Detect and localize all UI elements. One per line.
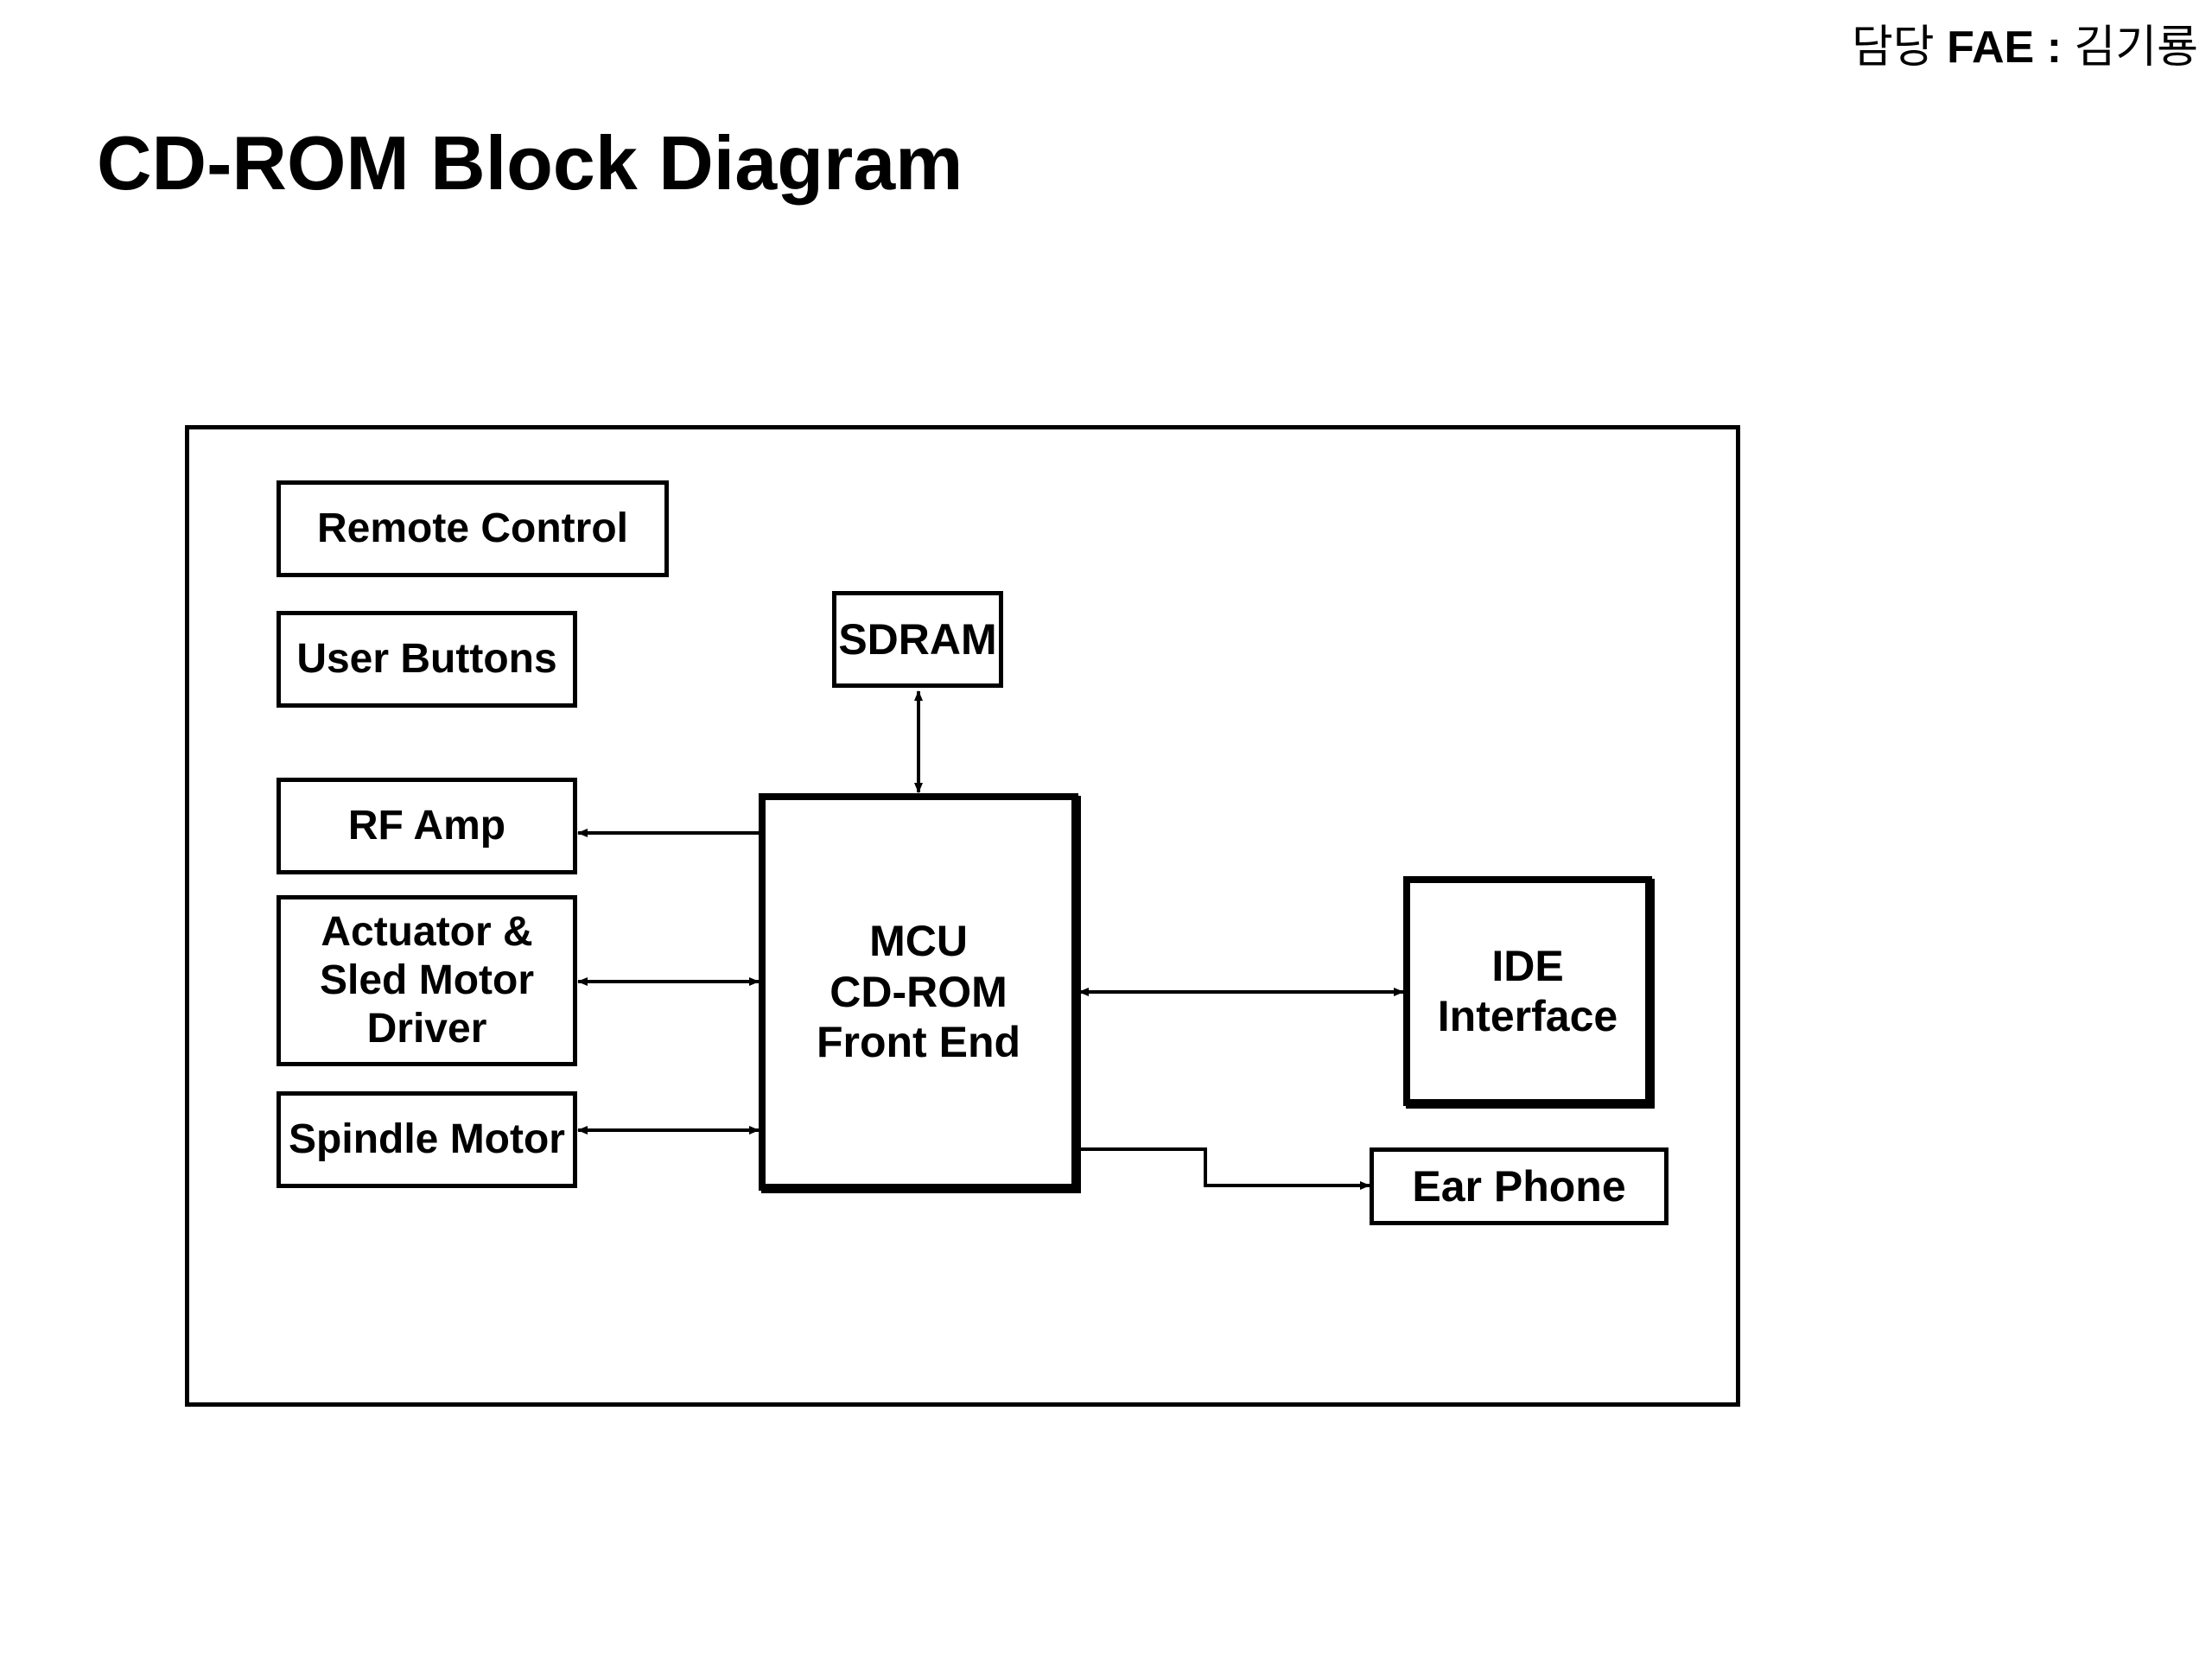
user-buttons-box: User Buttons — [276, 611, 577, 708]
fae-label: 담당 FAE : 김기룡 — [1852, 10, 2198, 75]
mcu-cd-rom-front-end-box: MCU CD-ROM Front End — [759, 793, 1078, 1191]
fae-role: FAE : — [1947, 22, 2063, 73]
ear-phone-box: Ear Phone — [1370, 1147, 1669, 1225]
spindle-motor-box: Spindle Motor — [276, 1091, 577, 1188]
remote-control-box: Remote Control — [276, 480, 669, 577]
wire-mcu-ear-phone — [1079, 1147, 1370, 1190]
sdram-box: SDRAM — [832, 591, 1003, 688]
fae-prefix: 담당 — [1851, 22, 1935, 73]
ide-interface-box: IDE Interface — [1403, 876, 1652, 1106]
diagram-frame — [185, 425, 1740, 1407]
fae-name: 김기룡 — [2074, 22, 2198, 73]
page-title: CD-ROM Block Diagram — [97, 120, 963, 206]
actuator-sled-motor-driver-box: Actuator & Sled Motor Driver — [276, 895, 577, 1066]
rf-amp-box: RF Amp — [276, 778, 577, 874]
